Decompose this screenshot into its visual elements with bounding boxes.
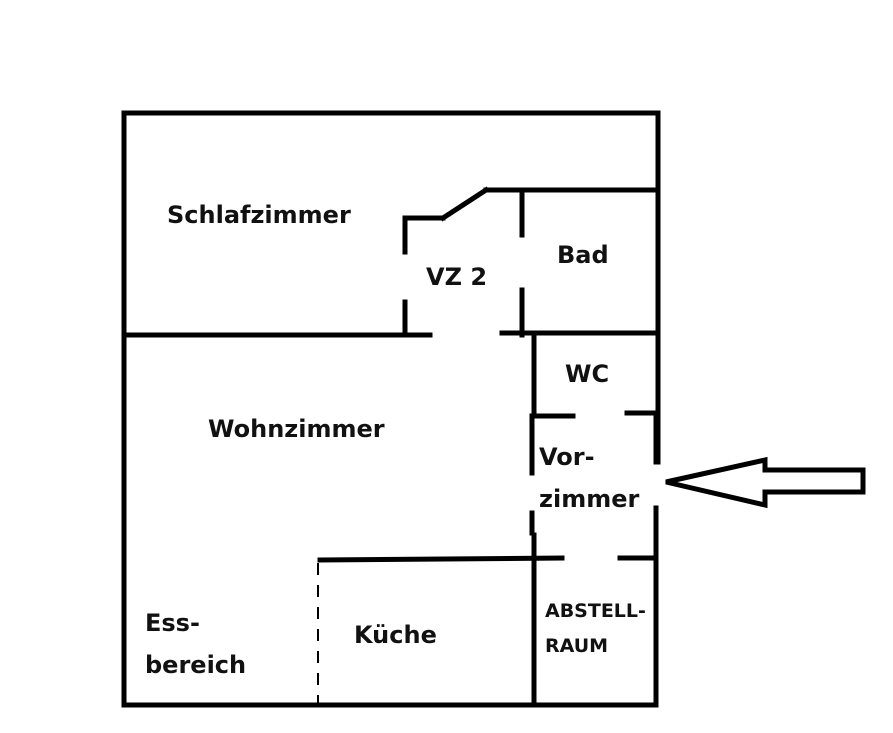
- room-label-essbereich-line1: Ess-: [145, 609, 200, 637]
- room-label-kueche: Küche: [354, 621, 437, 649]
- room-label-schlafzimmer: Schlafzimmer: [167, 201, 351, 229]
- kueche-top-wall: [317, 555, 565, 563]
- room-label-abstellraum-line1: ABSTELL-: [545, 600, 646, 622]
- room-label-vorzimmer-line1: Vor-: [539, 443, 595, 471]
- room-label-bad: Bad: [557, 241, 609, 269]
- room-label-abstellraum-line2: RAUM: [545, 635, 609, 657]
- room-label-wc: WC: [565, 360, 610, 388]
- entrance-arrow-icon: [665, 456, 866, 509]
- room-label-vorzimmer-line2: zimmer: [539, 485, 640, 513]
- room-label-wohnzimmer: Wohnzimmer: [208, 415, 385, 443]
- vz2-door-diagonal: [439, 186, 490, 222]
- room-label-vz2: VZ 2: [426, 263, 488, 291]
- room-label-essbereich-line2: bereich: [145, 651, 247, 679]
